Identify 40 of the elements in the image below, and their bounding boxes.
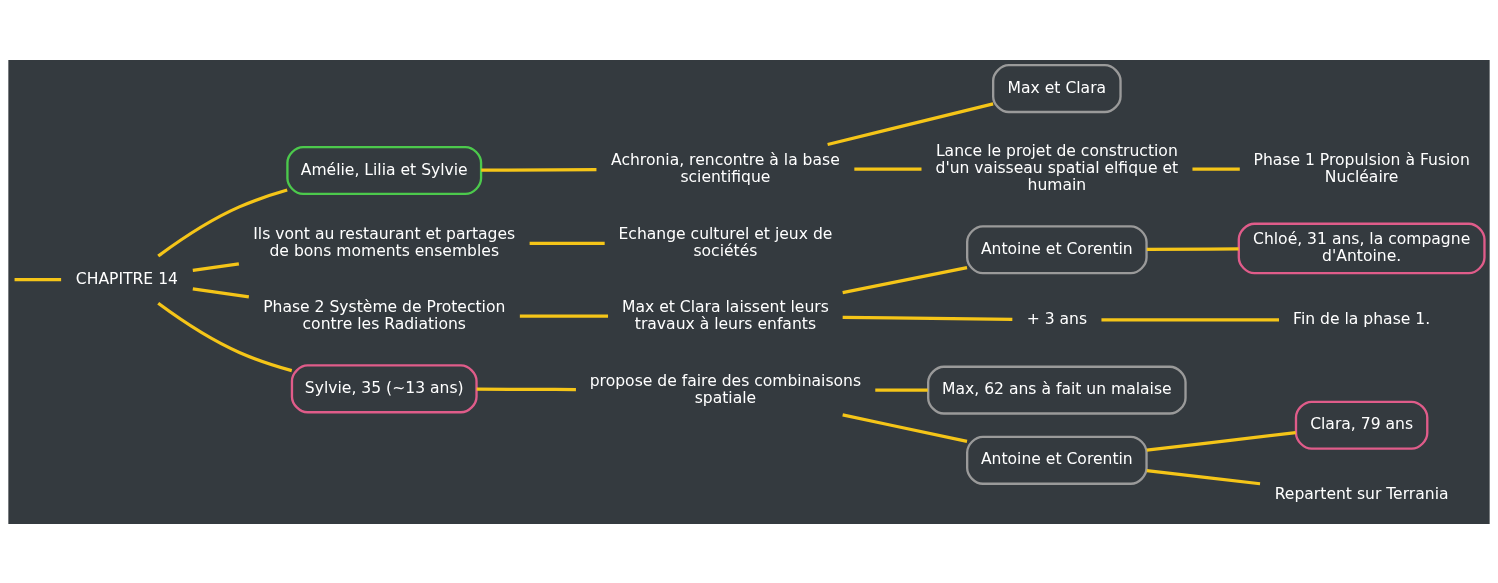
node-text: Ils vont au restaurant et partages de bons moments ensembles <box>253 224 516 260</box>
connector <box>519 313 609 318</box>
connector <box>842 412 968 443</box>
connector <box>192 286 250 298</box>
node-text: CHAPITRE 14 <box>75 269 178 288</box>
connector <box>192 261 240 272</box>
node-box: Antoine et Corentin <box>966 435 1148 485</box>
connector <box>1101 317 1279 322</box>
node-box: Max et Clara <box>992 63 1122 113</box>
connector <box>875 388 928 392</box>
connector <box>1146 430 1296 452</box>
node-box: Clara, 79 ans <box>1294 400 1429 450</box>
connector <box>157 187 288 257</box>
connector <box>476 387 576 391</box>
node-box: Antoine et Corentin <box>966 224 1148 274</box>
node-text: Repartent sur Terrania <box>1274 484 1449 503</box>
node-text: propose de faire des combinaisons spatiale <box>589 371 862 407</box>
node-text: Phase 2 Système de Protection contre les Radiations <box>263 297 506 333</box>
connector <box>1192 167 1240 171</box>
node-text: Lance le projet de construction d'un vaisseau spatial elfique et humain <box>935 141 1179 194</box>
connector <box>842 265 968 294</box>
node-text: Fin de la phase 1. <box>1293 309 1431 328</box>
connector <box>854 167 922 171</box>
connector <box>842 315 1013 321</box>
connector <box>827 101 994 146</box>
node-box: Sylvie, 35 (~13 ans) <box>290 363 478 413</box>
connector <box>157 301 293 372</box>
node-box: Chloé, 31 ans, la compagne d'Antoine. <box>1237 222 1486 274</box>
connector <box>14 277 62 281</box>
node-box: Max, 62 ans à fait un malaise <box>927 365 1187 415</box>
node-text: Achronia, rencontre à la base scientifique <box>611 150 840 186</box>
node-text: Phase 1 Propulsion à Fusion Nucléaire <box>1253 150 1470 186</box>
node-text: + 3 ans <box>1026 309 1088 328</box>
connector <box>481 167 597 172</box>
connector <box>529 241 605 245</box>
node-text: Max et Clara laissent leurs travaux à leurs enfants <box>622 297 829 333</box>
connector <box>1146 246 1239 251</box>
node-text: Echange culturel et jeux de sociétés <box>618 224 833 260</box>
connector <box>1146 468 1261 485</box>
node-box: Amélie, Lilia et Sylvie <box>286 145 483 195</box>
